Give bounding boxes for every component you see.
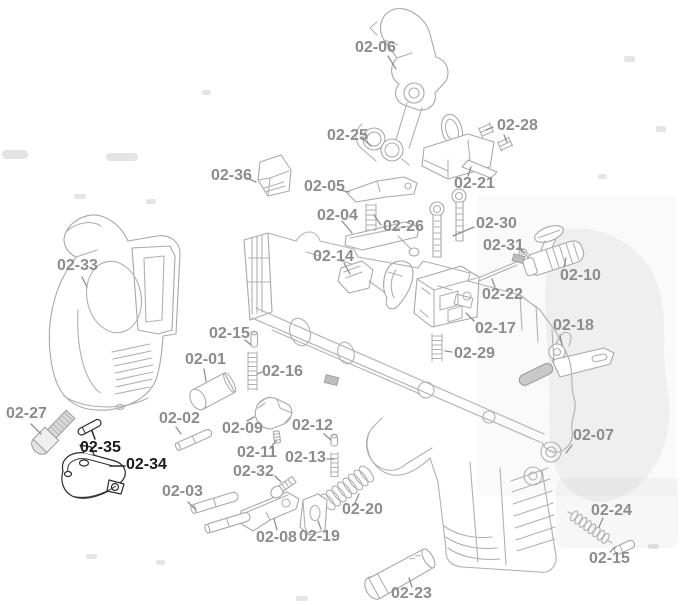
part-label-02-15-upper: 02-15 [209, 325, 250, 342]
part-art-base-pin [77, 418, 102, 436]
part-art-takedown-pin [364, 548, 436, 600]
part-art-recoil-spring-small [567, 510, 613, 544]
part-label-02-23: 02-23 [391, 585, 432, 602]
part-art-block [257, 154, 292, 197]
part-art-hammer-spring [431, 333, 443, 362]
part-label-02-14: 02-14 [313, 248, 354, 265]
part-art-slide-stop [518, 331, 615, 386]
part-label-02-25: 02-25 [327, 127, 368, 144]
part-art-lever [345, 176, 418, 203]
part-art-small-block [299, 493, 328, 536]
part-label-02-01: 02-01 [185, 351, 226, 368]
part-label-02-26: 02-26 [383, 218, 424, 235]
part-art-frame [243, 231, 576, 573]
part-label-02-22: 02-22 [482, 286, 523, 303]
part-label-02-33: 02-33 [57, 257, 98, 274]
part-art-detent-pin [330, 433, 339, 447]
part-label-02-10: 02-10 [560, 267, 601, 284]
part-art-grip-screw [270, 475, 297, 499]
part-label-02-06: 02-06 [355, 39, 396, 56]
part-art-sear-housing [421, 113, 498, 180]
part-art-small-pin-lower [613, 539, 636, 555]
part-label-02-08: 02-08 [256, 529, 297, 546]
part-label-02-05: 02-05 [304, 178, 345, 195]
part-label-02-17: 02-17 [475, 320, 516, 337]
part-label-02-18: 02-18 [553, 317, 594, 334]
part-label-02-29: 02-29 [454, 345, 495, 362]
part-label-02-16: 02-16 [262, 363, 303, 380]
part-art-bar-assembly [344, 221, 420, 257]
part-label-02-07: 02-07 [573, 427, 614, 444]
part-label-02-32: 02-32 [233, 463, 274, 480]
part-label-02-13: 02-13 [285, 449, 326, 466]
part-label-02-09: 02-09 [222, 420, 263, 437]
part-art-frame-pin [189, 372, 237, 411]
part-art-flat-plate [239, 491, 300, 532]
part-art-sear-spring [365, 203, 377, 231]
part-label-02-36: 02-36 [211, 167, 252, 184]
part-label-02-27: 02-27 [6, 405, 47, 422]
part-label-02-34: 02-34 [126, 456, 167, 473]
part-label-02-15-lower: 02-15 [589, 550, 630, 567]
part-art-mag-catch [254, 396, 293, 430]
part-art-detent-spring [330, 452, 339, 478]
part-label-02-12: 02-12 [292, 417, 333, 434]
part-label-02-02: 02-02 [159, 410, 200, 427]
part-art-hammer-housing [413, 265, 480, 328]
part-label-02-20: 02-20 [342, 501, 383, 518]
part-label-02-19: 02-19 [299, 528, 340, 545]
part-label-02-31: 02-31 [483, 237, 524, 254]
part-label-02-03: 02-03 [162, 483, 203, 500]
part-art-catch-screw [272, 430, 282, 444]
part-label-02-35: 02-35 [80, 439, 121, 456]
part-art-grip-bolt [31, 409, 76, 455]
part-label-02-21: 02-21 [454, 175, 495, 192]
part-label-02-04: 02-04 [317, 207, 358, 224]
part-art-magazine-base [61, 444, 126, 499]
part-label-02-30: 02-30 [476, 215, 517, 232]
part-label-02-28: 02-28 [497, 117, 538, 134]
part-label-02-11: 02-11 [237, 444, 278, 461]
part-label-02-24: 02-24 [591, 502, 632, 519]
part-art-thin-pin [174, 428, 213, 452]
part-art-screws [429, 188, 467, 258]
leader-lines [30, 55, 616, 588]
part-art-small-pin-upper [250, 330, 259, 348]
part-art-plunger-spring [247, 351, 258, 391]
part-art-safety-lever [522, 225, 585, 277]
part-art-trigger-assembly [337, 260, 414, 310]
part-art-hammer-assembly [369, 8, 449, 149]
part-art-grip-backstrap [48, 214, 181, 411]
